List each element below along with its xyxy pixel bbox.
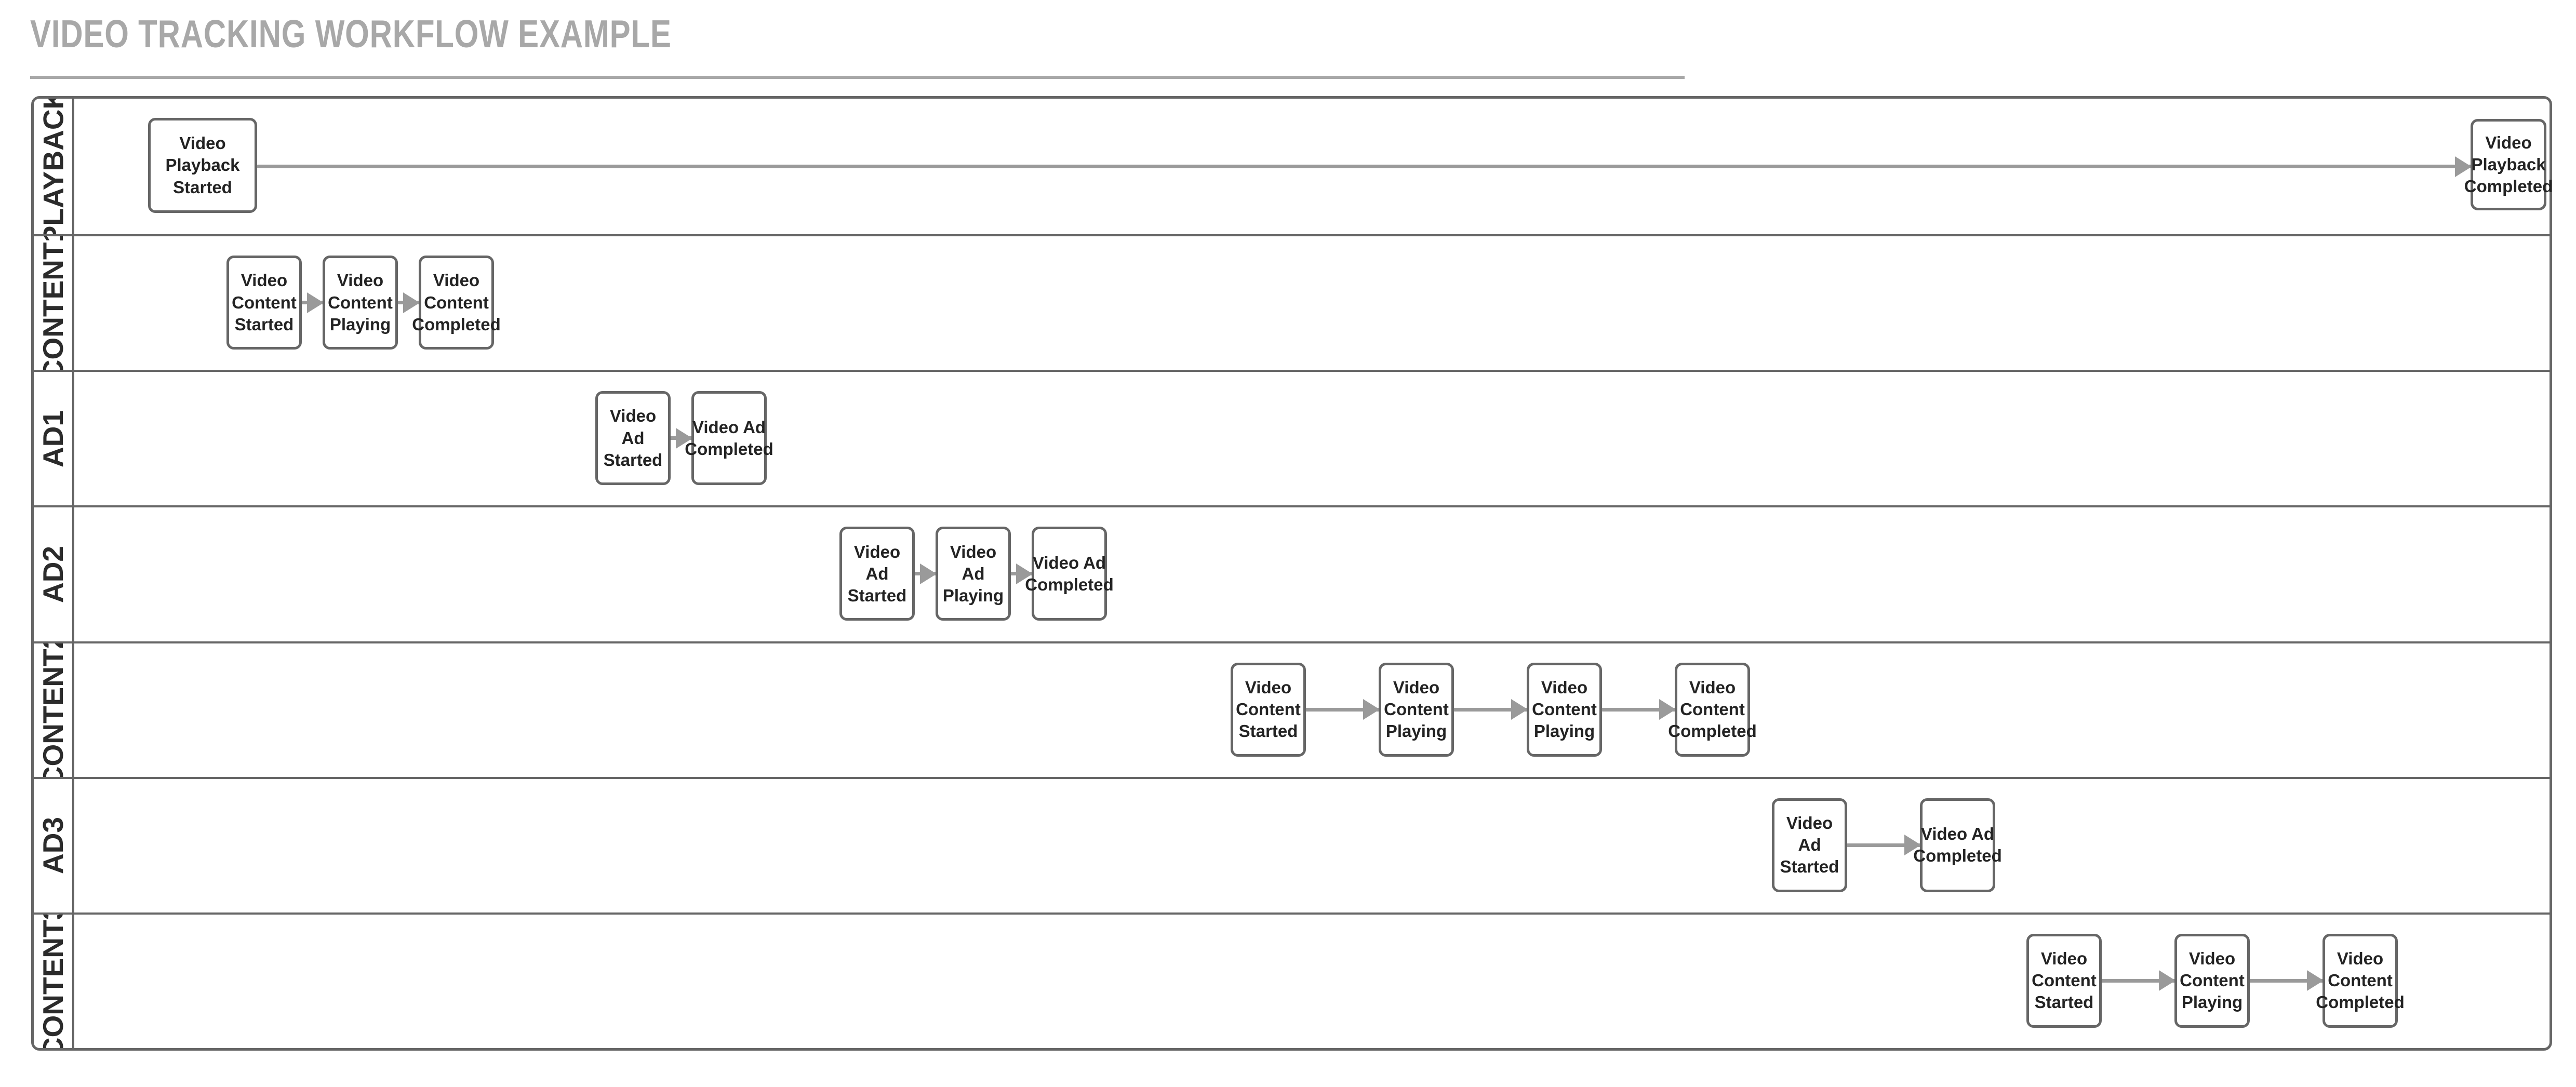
task-node[interactable]: Video Ad Started bbox=[839, 527, 915, 621]
task-node[interactable]: Video Content Playing bbox=[1379, 662, 1454, 757]
swimlane-ad3: AD3 Video Ad Started Video Ad Completed bbox=[34, 776, 2550, 912]
task-label: Video Playback Completed bbox=[2464, 132, 2553, 196]
arrow-head-icon bbox=[1016, 563, 1033, 584]
arrow-head-icon bbox=[2455, 156, 2472, 177]
flow-connector bbox=[1306, 699, 1380, 720]
arrow-head-icon bbox=[1511, 699, 1528, 720]
swimlane-label: CONTENT3 bbox=[37, 914, 69, 1048]
task-node[interactable]: Video Ad Completed bbox=[685, 391, 773, 486]
arrow-head-icon bbox=[920, 563, 937, 584]
arrow-head-icon bbox=[1363, 699, 1380, 720]
swimlane-header-ad2: AD2 bbox=[34, 507, 74, 641]
task-node[interactable]: Video Content Playing bbox=[1527, 662, 1602, 757]
task-label: Video Content Playing bbox=[1384, 677, 1449, 741]
flow-connector bbox=[2102, 970, 2175, 991]
title-divider bbox=[30, 76, 1685, 79]
arrow-head-icon bbox=[403, 292, 420, 313]
swimlane-body-content2: Video Content Started Video Content Playi… bbox=[74, 643, 2550, 777]
title-block: VIDEO TRACKING WORKFLOW EXAMPLE bbox=[30, 12, 1687, 79]
swimlane-label: AD3 bbox=[37, 817, 69, 875]
arrow-head-icon bbox=[676, 427, 692, 449]
flow-connector bbox=[915, 563, 937, 584]
task-node[interactable]: Video Content Started bbox=[226, 256, 302, 350]
task-node[interactable]: Video Content Started bbox=[2026, 933, 2102, 1028]
swimlane-header-ad1: AD1 bbox=[34, 372, 74, 506]
task-node[interactable]: Video Ad Completed bbox=[1913, 798, 2002, 892]
task-node[interactable]: Video Ad Playing bbox=[936, 527, 1011, 621]
swimlane-body-ad3: Video Ad Started Video Ad Completed bbox=[74, 779, 2550, 912]
swimlane-ad1: AD1 Video Ad Started Video Ad Completed bbox=[34, 370, 2550, 506]
arrow-head-icon bbox=[307, 292, 324, 313]
swimlane-header-ad3: AD3 bbox=[34, 779, 74, 912]
task-label: Video Content Started bbox=[1236, 677, 1301, 741]
flow-connector bbox=[1602, 699, 1676, 720]
flow-connector bbox=[671, 427, 692, 449]
swimlane-body-ad2: Video Ad Started Video Ad Playing Video Ad… bbox=[74, 507, 2550, 641]
task-label: Video Content Playing bbox=[1532, 677, 1597, 741]
task-node[interactable]: Video Content Completed bbox=[2316, 933, 2405, 1028]
swimlane-label: AD1 bbox=[37, 410, 69, 467]
task-node[interactable]: Video Content Playing bbox=[323, 256, 398, 350]
task-label: Video Content Completed bbox=[2316, 948, 2405, 1012]
task-node[interactable]: Video Playback Started bbox=[148, 118, 257, 213]
task-label: Video Playback Started bbox=[165, 133, 240, 197]
arrow-head-icon bbox=[1904, 835, 1921, 856]
swimlane-header-content3: CONTENT3 bbox=[34, 914, 74, 1048]
flow-connector bbox=[302, 292, 324, 313]
swimlane-label: CONTENT2 bbox=[37, 643, 69, 777]
flow-connector bbox=[1454, 699, 1528, 720]
task-label: Video Ad Completed bbox=[1025, 553, 1114, 594]
task-label: Video Content Completed bbox=[1668, 677, 1757, 741]
task-label: Video Ad Playing bbox=[942, 542, 1004, 606]
swimlane-header-content2: CONTENT2 bbox=[34, 643, 74, 777]
flow-connector bbox=[1847, 835, 1921, 856]
task-label: Video Content Completed bbox=[412, 271, 501, 334]
task-node[interactable]: Video Content Completed bbox=[1668, 662, 1757, 757]
task-label: Video Content Playing bbox=[2180, 948, 2245, 1012]
page-title: VIDEO TRACKING WORKFLOW EXAMPLE bbox=[30, 12, 672, 56]
task-node[interactable]: Video Content Playing bbox=[2174, 933, 2250, 1028]
flow-connector bbox=[2250, 970, 2324, 991]
task-label: Video Content Started bbox=[2032, 948, 2097, 1012]
swimlane-body-content3: Video Content Started Video Content Playi… bbox=[74, 915, 2550, 1048]
arrow-head-icon bbox=[2307, 970, 2324, 991]
swimlane-body-playback: Video Playback Started Video Playback Com… bbox=[74, 99, 2553, 234]
arrow-head-icon bbox=[1659, 699, 1676, 720]
task-label: Video Content Started bbox=[232, 271, 297, 334]
swimlane-label: AD2 bbox=[37, 545, 69, 603]
flow-connector bbox=[398, 292, 420, 313]
task-label: Video Ad Completed bbox=[1913, 824, 2002, 866]
flow-connector bbox=[1011, 563, 1033, 584]
task-node[interactable]: Video Content Started bbox=[1231, 662, 1306, 757]
task-node[interactable]: Video Content Completed bbox=[412, 256, 501, 350]
swimlane-header-content1: CONTENT1 bbox=[34, 236, 74, 370]
flow-connector bbox=[257, 156, 2472, 177]
swimlane-body-ad1: Video Ad Started Video Ad Completed bbox=[74, 372, 2550, 505]
swimlane-header-playback: PLAYBACK bbox=[34, 99, 74, 235]
task-node[interactable]: Video Ad Completed bbox=[1025, 527, 1114, 621]
task-label: Video Ad Started bbox=[1780, 813, 1839, 877]
arrow-head-icon bbox=[2159, 970, 2175, 991]
swimlane-label: PLAYBACK bbox=[37, 99, 70, 235]
task-node[interactable]: Video Ad Started bbox=[595, 391, 671, 486]
swimlane-body-content1: Video Content Started Video Content Playi… bbox=[74, 236, 2550, 370]
swimlane-label: CONTENT1 bbox=[37, 236, 69, 370]
task-node[interactable]: Video Ad Started bbox=[1772, 798, 1847, 892]
task-label: Video Content Playing bbox=[328, 271, 393, 334]
task-label: Video Ad Completed bbox=[685, 417, 773, 459]
task-node[interactable]: Video Playback Completed bbox=[2464, 119, 2553, 210]
task-label: Video Ad Started bbox=[847, 542, 907, 606]
task-label: Video Ad Started bbox=[603, 406, 663, 469]
